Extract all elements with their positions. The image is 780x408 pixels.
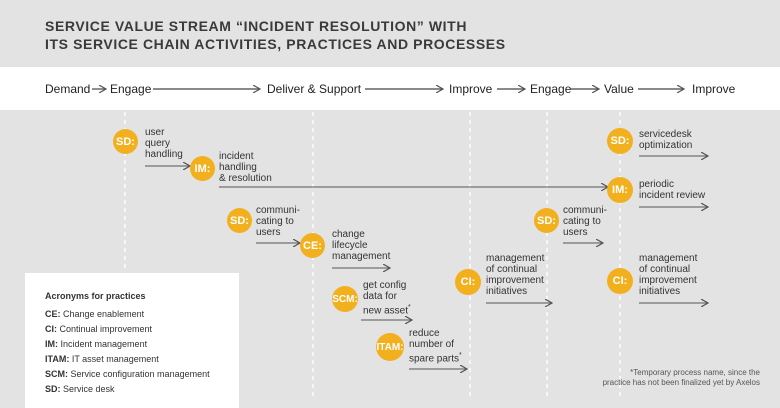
practice-badge-ci: CI: (607, 268, 633, 294)
legend-item: SD: Service desk (45, 384, 115, 394)
legend-item: CE: Change enablement (45, 309, 145, 319)
practice-badge-sd: SD: (227, 208, 252, 233)
stage-improve: Improve (449, 82, 493, 96)
acronym-legend: Acronyms for practices CE: Change enable… (25, 273, 239, 408)
legend-item: CI: Continual improvement (45, 324, 153, 334)
practice-badge-im: IM: (190, 156, 215, 181)
stage-deliver-support: Deliver & Support (267, 82, 362, 96)
legend-title: Acronyms for practices (45, 291, 146, 301)
title-line-1: SERVICE VALUE STREAM “INCIDENT RESOLUTIO… (45, 18, 468, 34)
diagram-title: SERVICE VALUE STREAM “INCIDENT RESOLUTIO… (45, 17, 506, 53)
stage-engage-2: Engage (530, 82, 572, 96)
stage-improve-2: Improve (692, 82, 736, 96)
stage-demand: Demand (45, 82, 91, 96)
practice-badge-itam: ITAM: (376, 333, 404, 361)
title-line-2: ITS SERVICE CHAIN ACTIVITIES, PRACTICES … (45, 36, 506, 52)
legend-item: SCM: Service configuration management (45, 369, 210, 379)
practice-badge-ci: CI: (455, 269, 481, 295)
stage-engage: Engage (110, 82, 152, 96)
practice-badge-scm: SCM: (332, 286, 358, 312)
legend-item: IM: Incident management (45, 339, 148, 349)
practice-badge-im: IM: (607, 177, 633, 203)
practice-badge-sd: SD: (607, 128, 633, 154)
practice-badge-sd: SD: (534, 208, 559, 233)
stage-value: Value (604, 82, 634, 96)
practice-badge-sd: SD: (113, 129, 138, 154)
practice-badge-ce: CE: (300, 233, 325, 258)
footnote: *Temporary process name, since the pract… (602, 368, 760, 387)
legend-item: ITAM: IT asset management (45, 354, 159, 364)
